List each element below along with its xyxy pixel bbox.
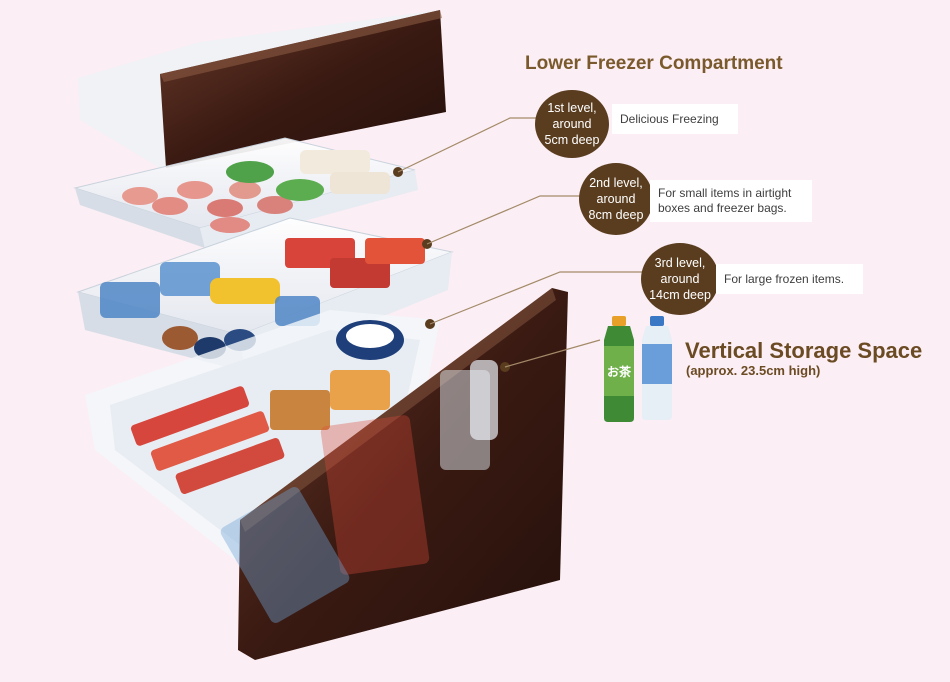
- level-2-badge: 2nd level, around 8cm deep: [579, 163, 653, 235]
- leader-lines: [397, 117, 643, 368]
- level-1-badge: 1st level, around 5cm deep: [535, 90, 609, 158]
- bottom-drawer-front: [220, 288, 568, 660]
- tray-level-3: [85, 310, 440, 560]
- tray-level-1: [73, 137, 418, 248]
- diagram-title: Lower Freezer Compartment: [525, 53, 783, 74]
- vertical-storage-subtitle: (approx. 23.5cm high): [686, 363, 821, 378]
- bottle-label: お茶: [607, 364, 632, 379]
- level-3-badge: 3rd level, around 14cm deep: [641, 243, 719, 315]
- level-1-description: Delicious Freezing: [612, 104, 738, 134]
- level-3-description: For large frozen items.: [716, 264, 863, 294]
- green-tea-bottle: お茶: [604, 316, 634, 422]
- top-drawer: [78, 10, 446, 168]
- vertical-storage-title: Vertical Storage Space: [685, 338, 923, 363]
- water-bottle: [642, 316, 672, 420]
- level-2-description: For small items in airtight boxes and fr…: [650, 180, 812, 222]
